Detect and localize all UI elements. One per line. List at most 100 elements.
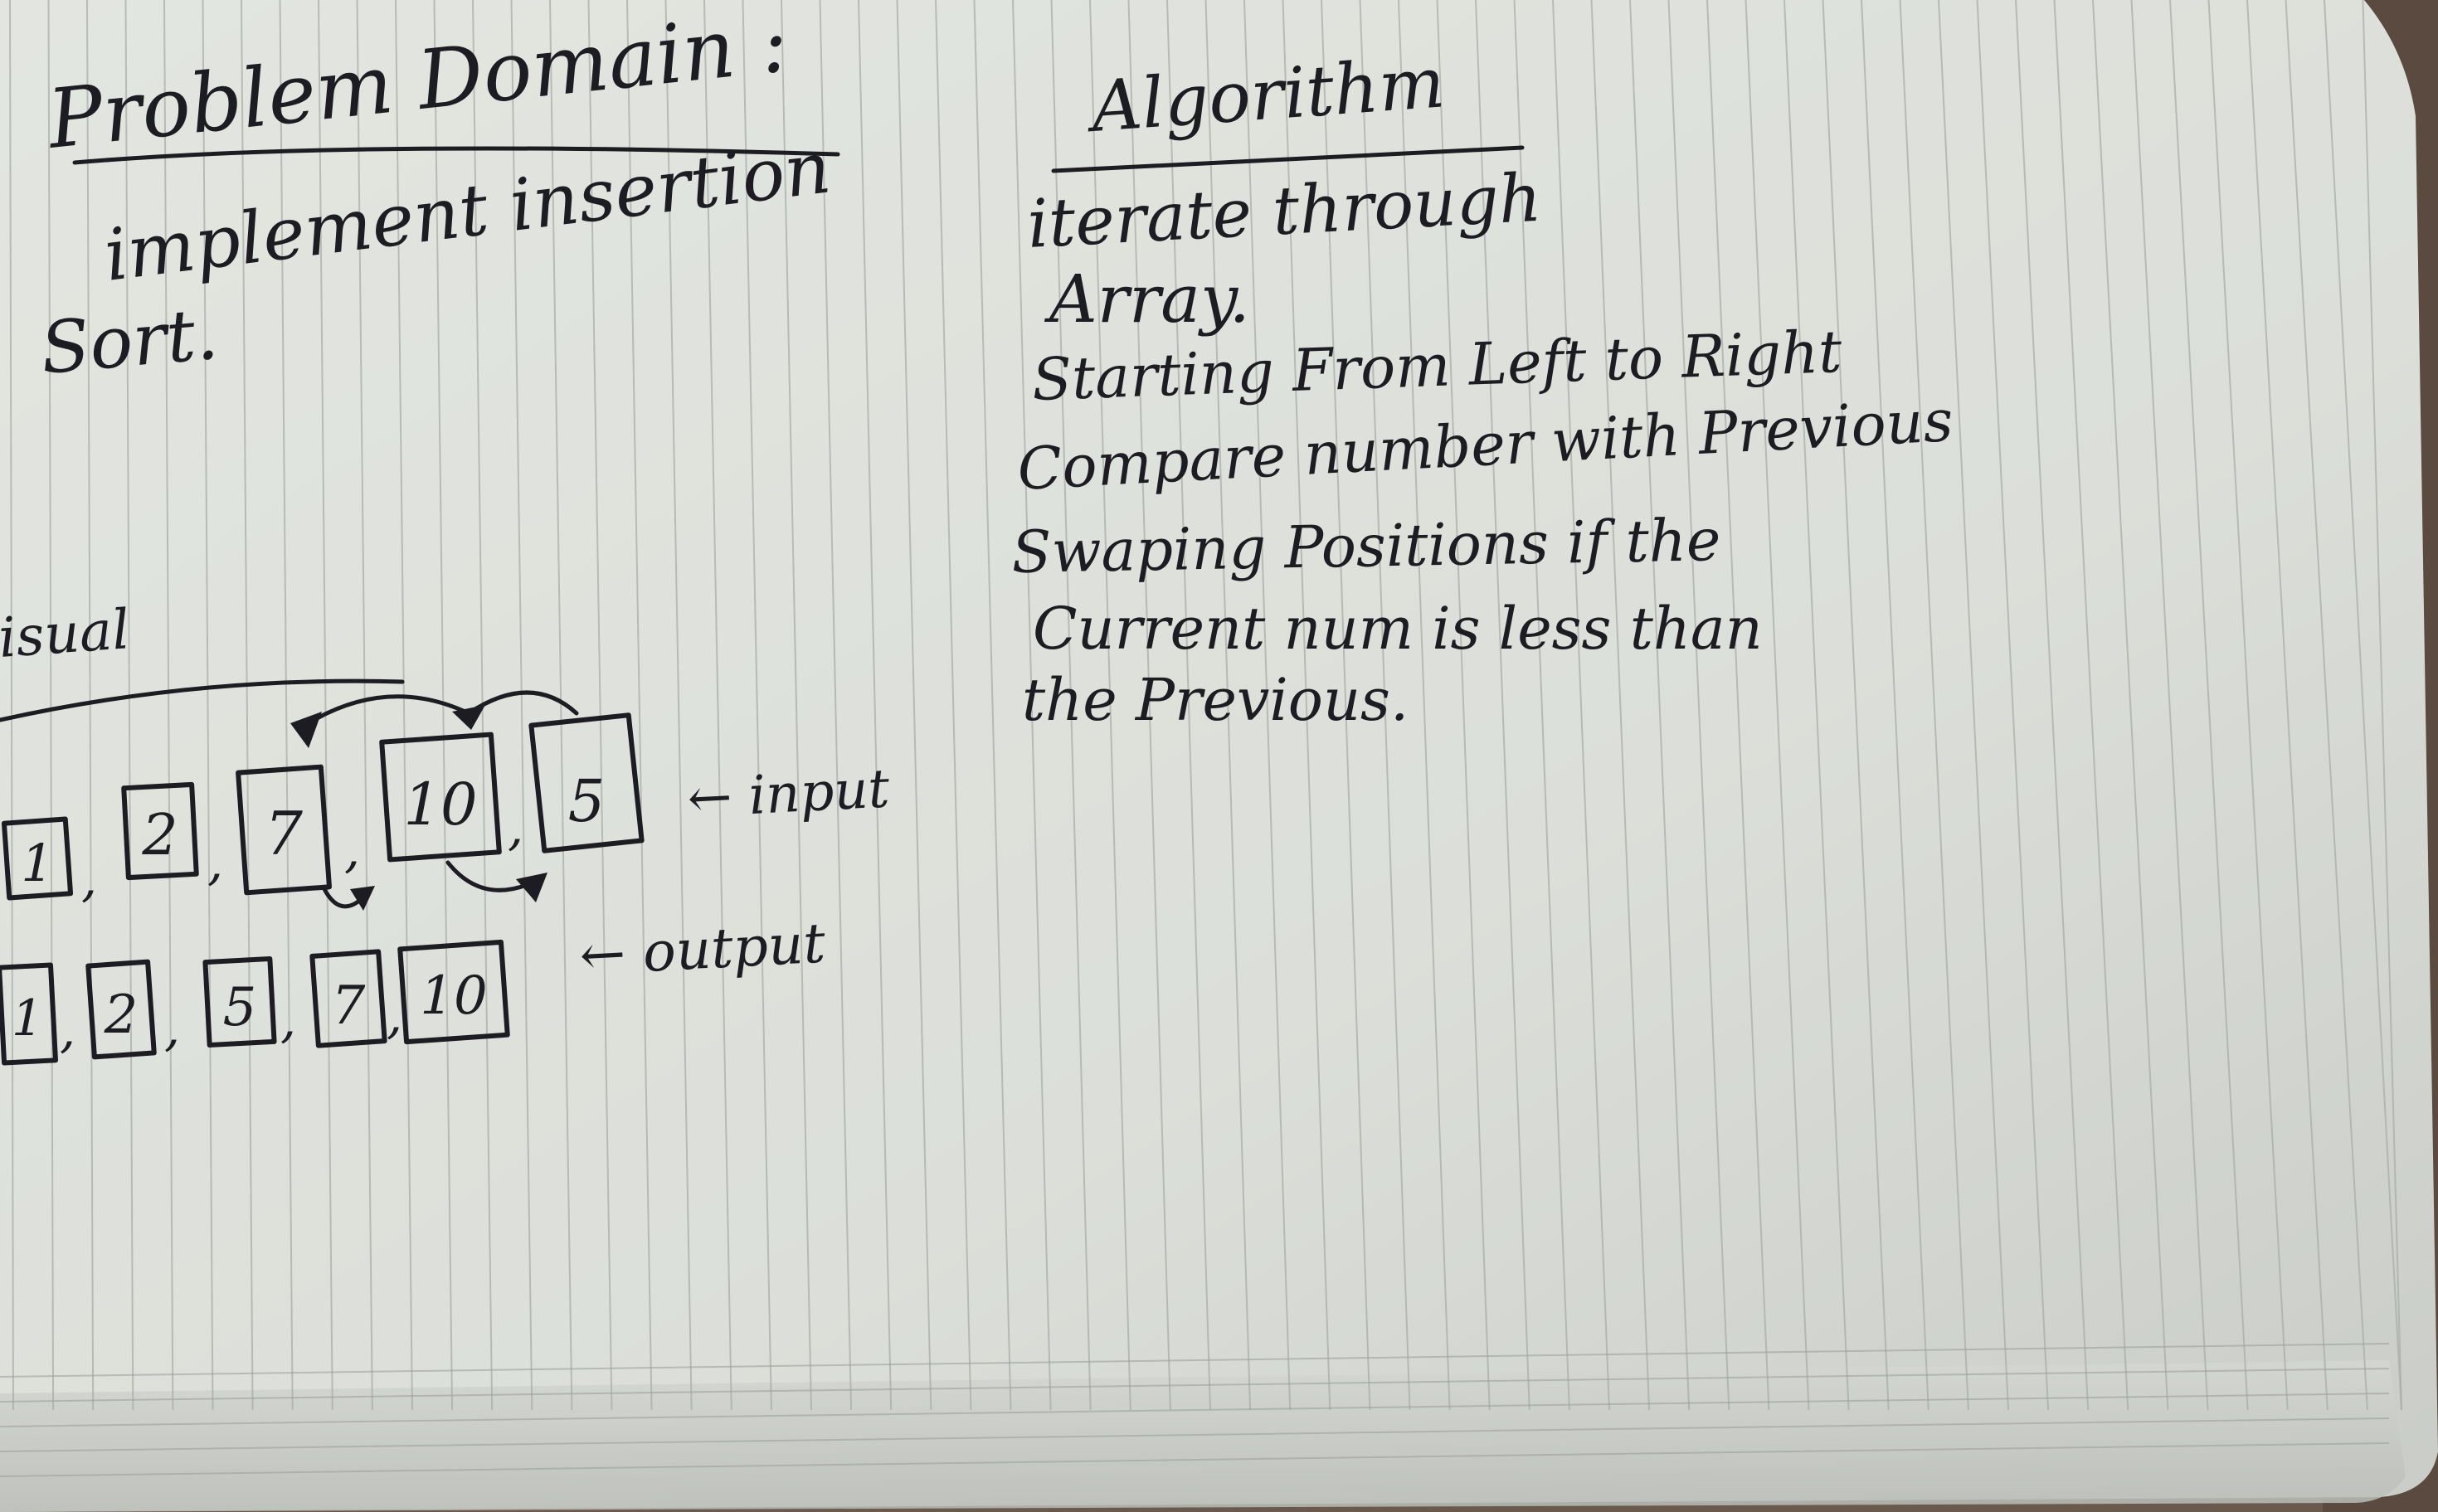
array-value: 1 [12,989,43,1048]
rule-line [1822,0,1890,1411]
comma: , [60,1001,75,1059]
rule-line [124,0,134,1411]
algorithm-underline [1051,145,1525,173]
comma: , [344,821,360,879]
rule-line [2285,0,2368,1411]
array-value: 1 [21,833,53,893]
rule-line [587,0,613,1411]
rule-line [9,0,14,1411]
array-box: 2 [121,781,199,881]
rule-line [395,0,413,1411]
array-value: 2 [141,803,178,868]
rule-line [356,0,373,1411]
arrow-head [516,873,547,902]
rule-line [549,0,573,1411]
rule-line [279,0,294,1411]
rule-line [858,0,893,1411]
array-value: 10 [403,771,477,839]
rule-line [2324,0,2402,1411]
rule-line [318,0,333,1411]
rule-line [1050,0,1092,1411]
comma: , [508,799,523,857]
algorithm-line: the Previous. [1022,666,1409,734]
rule-line [86,0,95,1411]
rule-line [664,0,693,1411]
rule-line [2015,0,2090,1411]
rule-line [1359,0,1411,1411]
rule-line [935,0,972,1411]
rule-line [626,0,653,1411]
rule-line [1938,0,2009,1411]
array-box: 7 [309,949,387,1048]
array-box: 7 [236,764,332,896]
array-box: 10 [397,939,510,1045]
page-edge-line [0,1417,2390,1452]
array-box: 1 [1,816,74,901]
rule-line [1976,0,2050,1411]
array-value: 7 [265,799,303,868]
output-row: 1 , 2 , 5 , 7 , 10 ← output [0,912,827,1066]
rule-line [202,0,214,1411]
input-row: 1 , 2 , 7 , 10 , 5 ← input [1,690,891,911]
rule-line [1282,0,1331,1411]
page-edges [0,1360,2406,1512]
rule-line [1166,0,1211,1411]
rule-line [1706,0,1770,1411]
page-edge-line [0,1393,2390,1427]
comma: , [81,850,97,908]
rule-line [2092,0,2169,1411]
rule-line [1436,0,1491,1411]
problem-line-2: Sort. [37,293,221,391]
visual-section: isual 1 , 2 , 7 , 10 , [0,597,891,1066]
rule-line [1204,0,1252,1411]
array-value: 10 [420,965,487,1027]
array-value: 5 [568,767,606,835]
comma: , [207,834,223,892]
rule-line [2207,0,2289,1411]
rule-lines [0,0,2402,1477]
output-label: ← output [578,912,827,988]
rule-line [1398,0,1451,1411]
rule-line [163,0,174,1411]
rule-line [1552,0,1610,1411]
rule-line [703,0,732,1411]
comma: , [280,991,296,1049]
rule-line [819,0,853,1411]
array-value: 2 [104,985,139,1046]
array-box: 2 [85,959,157,1060]
rule-line [1475,0,1530,1411]
rule-line [1667,0,1730,1411]
algorithm-line: Swaping Positions if the [1011,506,1721,586]
array-value: 5 [223,977,257,1038]
rule-line [1590,0,1651,1411]
rule-line [510,0,533,1411]
rule-line [973,0,1012,1411]
rule-line [241,0,254,1411]
page-edge-line [0,1343,2390,1378]
rule-line [1089,0,1131,1411]
arrow-head [452,705,485,730]
arrow-head [350,886,375,911]
arrow-head [290,712,322,748]
rule-line [1127,0,1171,1411]
rule-line [2130,0,2209,1411]
rule-line [1243,0,1292,1411]
algorithm-line: Current num is less than [1033,595,1763,663]
comma: , [164,999,180,1057]
rule-line [2169,0,2249,1411]
rule-line [2053,0,2129,1411]
rule-line [47,0,55,1411]
rule-line [2246,0,2329,1411]
rule-line [1012,0,1052,1411]
array-box: 5 [528,712,645,853]
rule-line [742,0,772,1411]
rule-line [1861,0,1929,1411]
rule-line [896,0,932,1411]
input-label: ← input [686,758,891,830]
array-box: 1 [0,962,58,1066]
algorithm-line: Array. [1044,260,1250,338]
rule-line [1745,0,1810,1411]
rule-line [781,0,812,1411]
heading-underline [72,146,840,165]
